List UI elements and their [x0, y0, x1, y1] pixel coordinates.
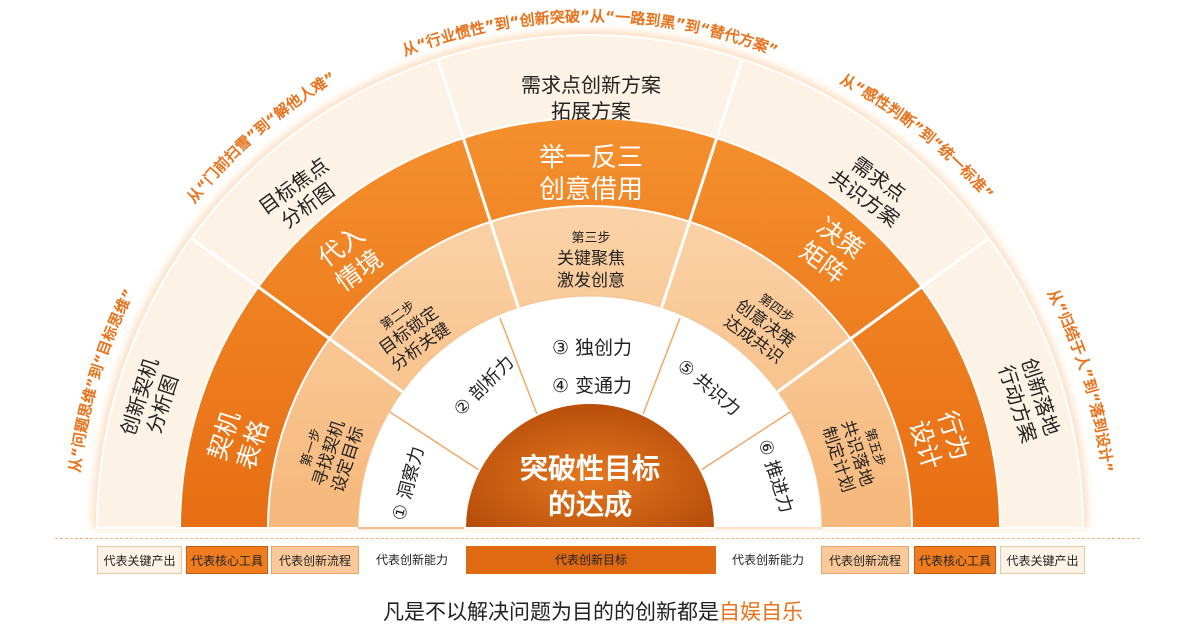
legend-tool-right: 代表核心工具	[914, 546, 996, 574]
capability-3: ③ 独创力	[552, 337, 632, 359]
sector-dividers	[190, 58, 990, 393]
legend-capability-left: 代表创新能力	[364, 546, 460, 574]
footer-text: 凡是不以解决问题为目的的创新都是	[383, 600, 719, 624]
center-goal-line1: 突破性目标	[520, 452, 660, 485]
svg-text:拓展方案: 拓展方案	[551, 99, 631, 123]
legend-flow-left: 代表创新流程	[271, 546, 359, 574]
legend-divider	[55, 538, 1140, 539]
legend-capability-right: 代表创新能力	[720, 546, 816, 574]
legend-tool-left: 代表核心工具	[186, 546, 268, 574]
legend-output-right: 代表关键产出	[1000, 546, 1085, 574]
output-3: 需求点创新方案 拓展方案	[521, 73, 661, 123]
svg-text:需求点创新方案: 需求点创新方案	[521, 73, 661, 97]
svg-text:举一反三: 举一反三	[539, 143, 643, 173]
footer-slogan: 凡是不以解决问题为目的的创新都是自娱自乐	[0, 596, 1186, 626]
capability-4: ④ 变通力	[552, 375, 632, 397]
legend-flow-right: 代表创新流程	[821, 546, 909, 574]
svg-text:第三步: 第三步	[571, 231, 610, 246]
step-1: 第一步 寻找契机 设定目标	[298, 418, 368, 495]
legend-output-left: 代表关键产出	[97, 546, 182, 574]
tool-3: 举一反三 创意借用	[539, 143, 643, 205]
footer-highlight: 自娱自乐	[719, 600, 803, 624]
step-3: 第三步 关键聚焦 激发创意	[557, 231, 625, 291]
legend-goal: 代表创新目标	[466, 546, 716, 574]
svg-text:创意借用: 创意借用	[539, 175, 643, 205]
center-goal	[463, 402, 717, 529]
center-goal-line2: 的达成	[548, 488, 632, 521]
svg-text:关键聚焦: 关键聚焦	[557, 249, 625, 269]
capability-dividers	[358, 317, 791, 529]
svg-text:激发创意: 激发创意	[557, 271, 625, 291]
